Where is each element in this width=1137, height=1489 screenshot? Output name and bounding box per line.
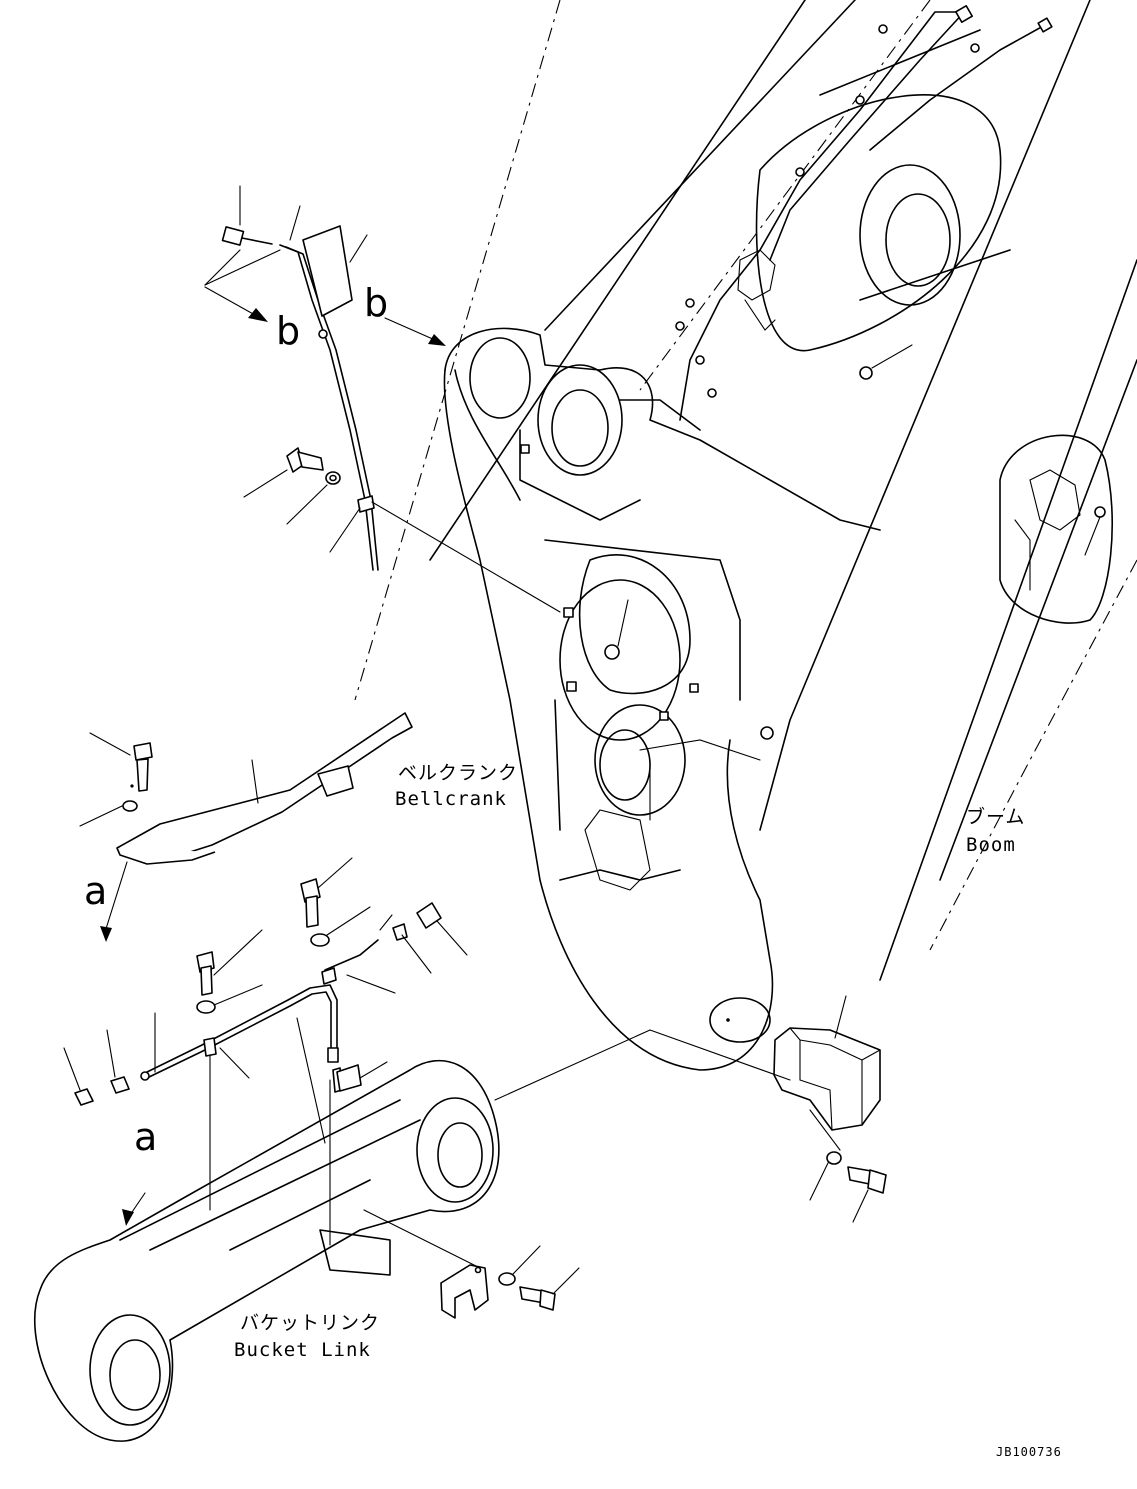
bucket-link-label-en: Bucket Link — [234, 1339, 371, 1361]
boom-label-jp: ブーム — [966, 806, 1026, 828]
washer-icon — [310, 906, 371, 947]
bucket-link-label-jp: バケットリンク — [240, 1312, 381, 1334]
bellcrank-label-jp: ベルクランク — [398, 762, 519, 784]
bellcrank-label-en: Bellcrank — [395, 788, 507, 810]
callout-a-top: a — [84, 869, 108, 913]
bolt-icon — [847, 1166, 887, 1223]
boom-outline — [354, 0, 1137, 981]
bolt-icon — [519, 1267, 580, 1311]
cap-icon — [392, 902, 468, 974]
nut-icon — [63, 1029, 130, 1106]
bracket — [363, 1209, 489, 1319]
boom-grease-line — [675, 5, 1053, 421]
washer-icon — [286, 471, 361, 553]
bolt-icon — [243, 447, 324, 498]
washer-icon — [196, 984, 263, 1014]
callout-a-bottom: a — [134, 1115, 158, 1159]
boom-label-en: Boom — [966, 834, 1016, 856]
washer-icon — [498, 1245, 541, 1286]
bolt-icon — [300, 857, 353, 928]
callout-b-right: b — [364, 281, 389, 325]
bellcrank — [443, 327, 881, 1071]
pad-block — [649, 995, 881, 1151]
grease-pipe — [140, 914, 396, 1246]
bolt-icon — [196, 929, 263, 996]
bolt-icon — [79, 732, 153, 827]
bucket-link — [34, 1029, 651, 1442]
washer-icon — [809, 1151, 842, 1201]
cover-plate — [116, 712, 413, 865]
callout-b-left: b — [276, 309, 301, 353]
drawing-code: JB100736 — [996, 1445, 1062, 1459]
part-b-hose — [204, 185, 561, 613]
